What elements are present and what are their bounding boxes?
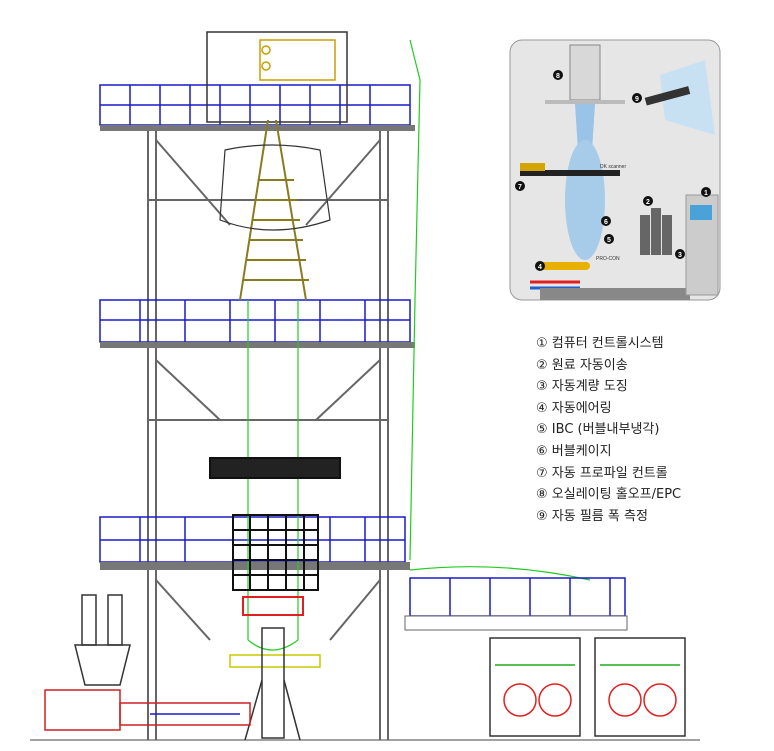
collapsing-frame [239, 119, 309, 301]
air-ring [242, 596, 304, 616]
legend-item: ⑤ IBC (버블내부냉각) [536, 422, 660, 438]
marker-1: 1 [704, 190, 708, 197]
tower-frame [147, 130, 389, 740]
platform-winder [409, 577, 626, 617]
platform-middle [99, 299, 411, 343]
die-assembly [229, 627, 321, 741]
marker-8: 8 [556, 73, 560, 80]
legend-item: ① 컴퓨터 컨트롤시스템 [536, 336, 664, 351]
marker-5: 5 [607, 237, 611, 244]
haul-off-unit [206, 31, 348, 123]
bubble-cage [209, 457, 341, 591]
marker-6: 6 [604, 219, 608, 226]
marker-4: 4 [538, 264, 542, 271]
system-overview-inset: DK scanner PRO-CON 1 2 3 4 5 6 7 8 9 [509, 39, 721, 301]
winder-right [594, 637, 686, 737]
scanner-label: DK scanner [600, 164, 626, 170]
marker-3: 3 [678, 252, 682, 259]
marker-9: 9 [635, 96, 639, 103]
marker-7: 7 [518, 184, 522, 191]
airring-label: PRO-CON [596, 256, 620, 262]
legend-item: ⑦ 자동 프로파일 컨트롤 [536, 465, 668, 481]
legend-item: ④ 자동에어링 [536, 400, 612, 416]
extruder [44, 594, 251, 731]
marker-2: 2 [646, 199, 650, 206]
legend-item: ② 원료 자동이송 [536, 357, 628, 373]
legend-item: ⑧ 오실레이팅 홀오프/EPC [536, 487, 682, 503]
feature-legend: ① 컴퓨터 컨트롤시스템 ② 원료 자동이송 ③ 자동계량 도징 ④ 자동에어링… [536, 333, 681, 527]
platform-lower [99, 516, 406, 563]
platform-top [99, 84, 411, 126]
legend-item: ⑥ 버블케이지 [536, 443, 612, 459]
legend-item: ③ 자동계량 도징 [536, 379, 628, 395]
dk-scanner [520, 170, 620, 176]
winder-left [489, 637, 581, 737]
legend-item: ⑨ 자동 필름 폭 측정 [536, 508, 648, 524]
